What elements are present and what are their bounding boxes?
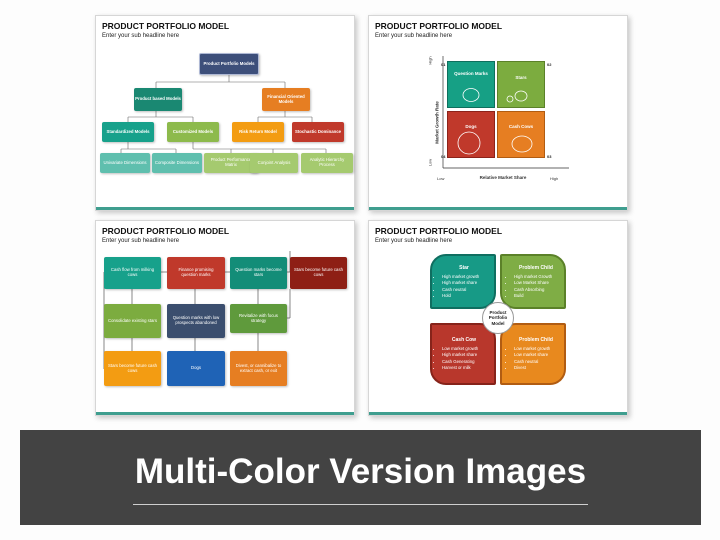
flow-box: Revitalize with focus strategy [230, 304, 287, 333]
slide-title: PRODUCT PORTFOLIO MODEL [102, 226, 230, 236]
flow-box: Cash flow from milking cows [104, 257, 161, 289]
x-low-label: Low [437, 176, 445, 181]
clover-center-label: Product Portfolio Model [488, 310, 508, 326]
quadrant-title: Problem Child [519, 265, 553, 271]
slide-title: PRODUCT PORTFOLIO MODEL [102, 21, 230, 31]
quadrant-item: High market share [442, 280, 493, 286]
quadrant-item: High market share [442, 352, 493, 358]
org-l3-box: Product Performance Matrix [204, 153, 258, 173]
slide-title: PRODUCT PORTFOLIO MODEL [375, 21, 503, 31]
org-l2-box: Risk Return Model [232, 122, 284, 142]
slide-thumbnail-org-chart[interactable]: PRODUCT PORTFOLIO MODEL Enter your sub h… [95, 15, 355, 211]
slide-subtitle: Enter your sub headline here [375, 33, 453, 39]
banner-divider [133, 504, 588, 505]
slide-subtitle: Enter your sub headline here [375, 238, 453, 244]
quadrant-title: Star [459, 265, 469, 271]
quadrant-item: Hold [442, 293, 493, 299]
org-l1-box: Financial Oriented Models [262, 88, 310, 111]
quadrant-number: 03 [547, 154, 552, 159]
x-high-label: High [550, 176, 559, 181]
clover-petal-bottom-right [500, 323, 566, 385]
flow-box: Question marks become stars [230, 257, 287, 289]
quadrant-number: 04 [441, 154, 446, 159]
quadrant-item: Cash Generating [442, 359, 493, 365]
slide-bottom-line [369, 412, 627, 415]
org-l3-box: Conjoint Analysis [250, 153, 298, 173]
org-l2-box: Stochastic Dominance [292, 122, 344, 142]
flow-box: Finance promising question marks [167, 257, 225, 289]
quadrant-title: Cash Cow [451, 337, 477, 343]
org-l1-box: Product based Models [134, 88, 182, 111]
org-l2-box: Standardized Models [102, 122, 154, 142]
flow-box: Divest, or cannibalize to extract cash, … [230, 351, 287, 386]
slide-subtitle: Enter your sub headline here [102, 238, 180, 244]
slide-bottom-line [96, 207, 354, 210]
clover-quadrant-text: Cash Cow Low market growth High market s… [435, 337, 493, 371]
banner-title: Multi-Color Version Images [134, 452, 587, 491]
quadrant-item: High market growth [442, 274, 493, 280]
org-l2-box: Customized Models [167, 122, 219, 142]
quadrant-cash-cows [497, 111, 545, 158]
clover-petal-top-right [500, 254, 566, 309]
slide-bottom-line [369, 207, 627, 210]
clover-center-circle: Product Portfolio Model [482, 302, 514, 334]
slide-thumbnail-bcg-matrix[interactable]: PRODUCT PORTFOLIO MODEL Enter your sub h… [368, 15, 628, 211]
quadrant-circles [457, 88, 533, 155]
quadrant-item: Low Market Share [514, 280, 565, 286]
quadrant-item: Cash Absorbing [514, 287, 565, 293]
quadrant-label: Question Marks [454, 71, 488, 76]
clover-petal-top-left [430, 254, 496, 309]
org-connectors [120, 75, 327, 153]
quadrant-label: Stars [515, 75, 527, 80]
quadrant-title: Problem Child [519, 337, 553, 343]
flow-box: Stars become future cash cows [290, 257, 347, 289]
org-l3-box: Analytic Hierarchy Process [301, 153, 353, 173]
quadrant-item: Divest [514, 365, 565, 371]
version-banner: Multi-Color Version Images [20, 430, 701, 525]
clover-quadrant-text: Problem Child Low market growth Low mark… [507, 337, 565, 371]
quadrant-label: Cash Cows [508, 124, 534, 129]
quadrant-label: Dogs [465, 124, 477, 129]
quadrant-item: Low market growth [442, 346, 493, 352]
slide-subtitle: Enter your sub headline here [102, 33, 180, 39]
matrix-axes [442, 56, 569, 169]
x-axis-label: Relative Market Share [479, 175, 527, 180]
slide-thumbnail-strategy-flow[interactable]: PRODUCT PORTFOLIO MODEL Enter your sub h… [95, 220, 355, 416]
clover-quadrant-text: Star High market growth High market shar… [435, 265, 493, 299]
quadrant-item: Low market share [514, 352, 565, 358]
quadrant-number: 02 [547, 62, 552, 67]
flow-box: Stars become future cash cows [104, 351, 161, 386]
quadrant-number: 01 [441, 62, 446, 67]
quadrant-item: Harvest or milk [442, 365, 493, 371]
flow-box: Question marks with low prospects abando… [167, 304, 225, 338]
clover-petal-bottom-left [430, 323, 496, 385]
quadrant-item: Low market growth [514, 346, 565, 352]
clover-quadrant-text: Problem Child High market Growth Low Mar… [507, 265, 565, 299]
quadrant-item: High market Growth [514, 274, 565, 280]
slide-bottom-line [96, 412, 354, 415]
flow-box: Dogs [167, 351, 225, 386]
quadrant-item: Cash neutral [442, 287, 493, 293]
slide-title: PRODUCT PORTFOLIO MODEL [375, 226, 503, 236]
flow-box: Consolidate existing stars [104, 304, 161, 338]
slide-thumbnail-clover-model[interactable]: PRODUCT PORTFOLIO MODEL Enter your sub h… [368, 220, 628, 416]
quadrant-item: Cash neutral [514, 359, 565, 365]
org-l3-box: Univariate Dimensions [100, 153, 150, 173]
org-root-box: Product Portfolio Models [199, 53, 259, 75]
org-l3-box: Composite Dimensions [152, 153, 202, 173]
quadrant-item: Build [514, 293, 565, 299]
